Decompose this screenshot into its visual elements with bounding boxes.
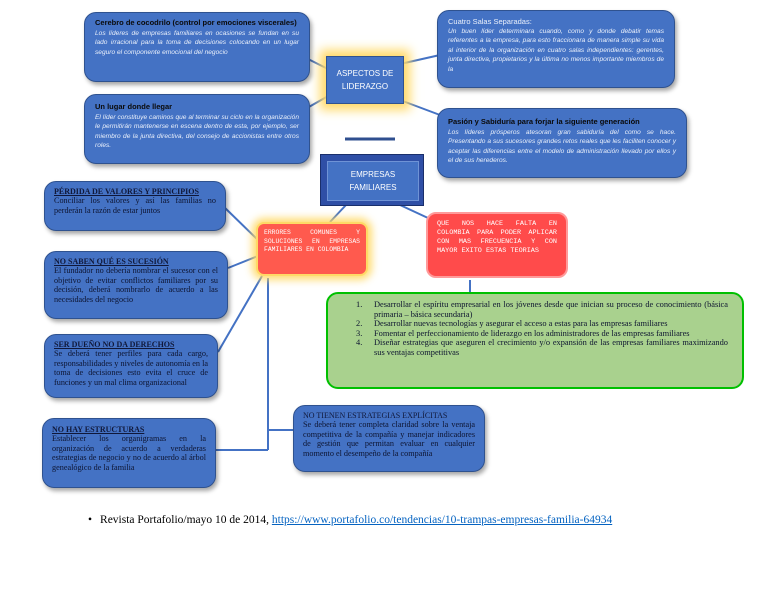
list-item: 1. Desarrollar el espíritu empresarial en… (356, 300, 728, 319)
lugar-donde-llegar-text: El líder constituye caminos que al termi… (95, 114, 299, 150)
errores-comunes-text: ERRORES COMUNES Y SOLUCIONES EN EMPRESAS… (264, 229, 360, 254)
cuatro-salas-text: Un buen líder determinara cuando, como y… (448, 28, 664, 73)
list-item-number: 3. (356, 328, 363, 338)
empresas-familiares-label: EMPRESAS FAMILIARES (349, 170, 397, 192)
estrategias-box: NO TIENEN ESTRATEGIAS EXPLÍCITAS Se debe… (293, 405, 485, 472)
empresas-familiares-node: EMPRESAS FAMILIARES (320, 154, 424, 206)
ser-dueno-text: Se deberá tener perfiles para cada cargo… (54, 349, 208, 387)
estrategias-title: NO TIENEN ESTRATEGIAS EXPLÍCITAS (303, 411, 448, 420)
soluciones-list: 1. Desarrollar el espíritu empresarial en… (356, 300, 728, 358)
aspectos-liderazgo-node: ASPECTOS DE LIDERAZGO (326, 56, 404, 104)
perdida-valores-box: PÉRDIDA DE VALORES Y PRINCIPIOS Concilia… (44, 181, 226, 231)
que-falta-text: QUE NOS HACE FALTA EN COLOMBIA PARA PODE… (437, 220, 557, 255)
list-item-text: Diseñar estrategias que aseguren el crec… (374, 338, 728, 357)
empresas-familiares-inner: EMPRESAS FAMILIARES (327, 161, 419, 201)
connector-aspectos-salas (399, 54, 441, 65)
ser-dueno-box: SER DUEÑO NO DA DERECHOS Se deberá tener… (44, 334, 218, 398)
connector-errores-perdida (221, 204, 259, 241)
list-item-number: 2. (356, 319, 363, 329)
connector-errores-dueno (217, 275, 263, 353)
sucesion-text: El fundador no debería nombrar el suceso… (54, 266, 218, 304)
list-item-text: Desarrollar nuevas tecnologías y asegura… (374, 319, 668, 329)
cuatro-salas-title: Cuatro Salas Separadas: (448, 17, 532, 26)
sucesion-box: NO SABEN QUÉ ES SUCESIÓN El fundador no … (44, 251, 228, 319)
pasion-sabiduria-text: Los líderes prósperos atesoran gran sabi… (448, 129, 676, 165)
ser-dueno-title: SER DUEÑO NO DA DERECHOS (54, 340, 175, 349)
cuatro-salas-box: Cuatro Salas Separadas: Un buen líder de… (437, 10, 675, 88)
pasion-sabiduria-title: Pasión y Sabiduría para forjar la siguie… (448, 117, 640, 126)
list-item: 2. Desarrollar nuevas tecnologías y asegu… (356, 319, 728, 329)
list-item: 3. Fomentar el perfeccionamiento de lider… (356, 329, 728, 339)
aspectos-liderazgo-label: ASPECTOS DE LIDERAZGO (336, 69, 394, 91)
list-item-text: Desarrollar el espíritu empresarial en l… (374, 300, 728, 319)
bullet-icon: • (88, 514, 93, 526)
cerebro-cocodrilo-box: Cerebro de cocodrilo (control por emocio… (84, 12, 310, 82)
soluciones-list-box: 1. Desarrollar el espíritu empresarial en… (326, 292, 744, 389)
connector-empresas-errores (329, 204, 347, 223)
reference-text: Revista Portafolio/mayo 10 de 2014, (100, 514, 272, 526)
connector-empresas-quefalta (399, 204, 429, 219)
sucesion-title: NO SABEN QUÉ ES SUCESIÓN (54, 257, 169, 266)
estructuras-box: NO HAY ESTRUCTURAS Establecer los organi… (42, 418, 216, 488)
estructuras-title: NO HAY ESTRUCTURAS (52, 425, 145, 434)
perdida-valores-title: PÉRDIDA DE VALORES Y PRINCIPIOS (54, 187, 199, 196)
cerebro-cocodrilo-text: Los líderes de empresas familiares en oc… (95, 30, 299, 56)
reference-link[interactable]: https://www.portafolio.co/tendencias/10-… (271, 514, 613, 526)
list-item-text: Fomentar el perfeccionamiento de lideraz… (374, 328, 690, 338)
perdida-valores-text: Conciliar los valores y así las familias… (54, 196, 216, 215)
errores-comunes-node: ERRORES COMUNES Y SOLUCIONES EN EMPRESAS… (256, 222, 368, 276)
que-falta-node: QUE NOS HACE FALTA EN COLOMBIA PARA PODE… (426, 212, 568, 278)
lugar-donde-llegar-title: Un lugar donde llegar (95, 102, 173, 111)
list-item-number: 4. (356, 338, 363, 348)
estrategias-text: Se deberá tener completa claridad sobre … (303, 420, 475, 458)
estructuras-text: Establecer los organigramas en la organi… (52, 434, 206, 472)
reference-line: • Revista Portafolio/mayo 10 de 2014, htt… (88, 514, 612, 526)
pasion-sabiduria-box: Pasión y Sabiduría para forjar la siguie… (437, 108, 687, 178)
list-item: 4. Diseñar estrategias que aseguren el cr… (356, 338, 728, 357)
list-item-number: 1. (356, 300, 363, 309)
connector-aspectos-pasion (399, 99, 441, 116)
connector-errores-sucesion (227, 255, 259, 269)
cerebro-cocodrilo-title: Cerebro de cocodrilo (control por emocio… (95, 18, 297, 27)
lugar-donde-llegar-box: Un lugar donde llegar El líder constituy… (84, 94, 310, 164)
